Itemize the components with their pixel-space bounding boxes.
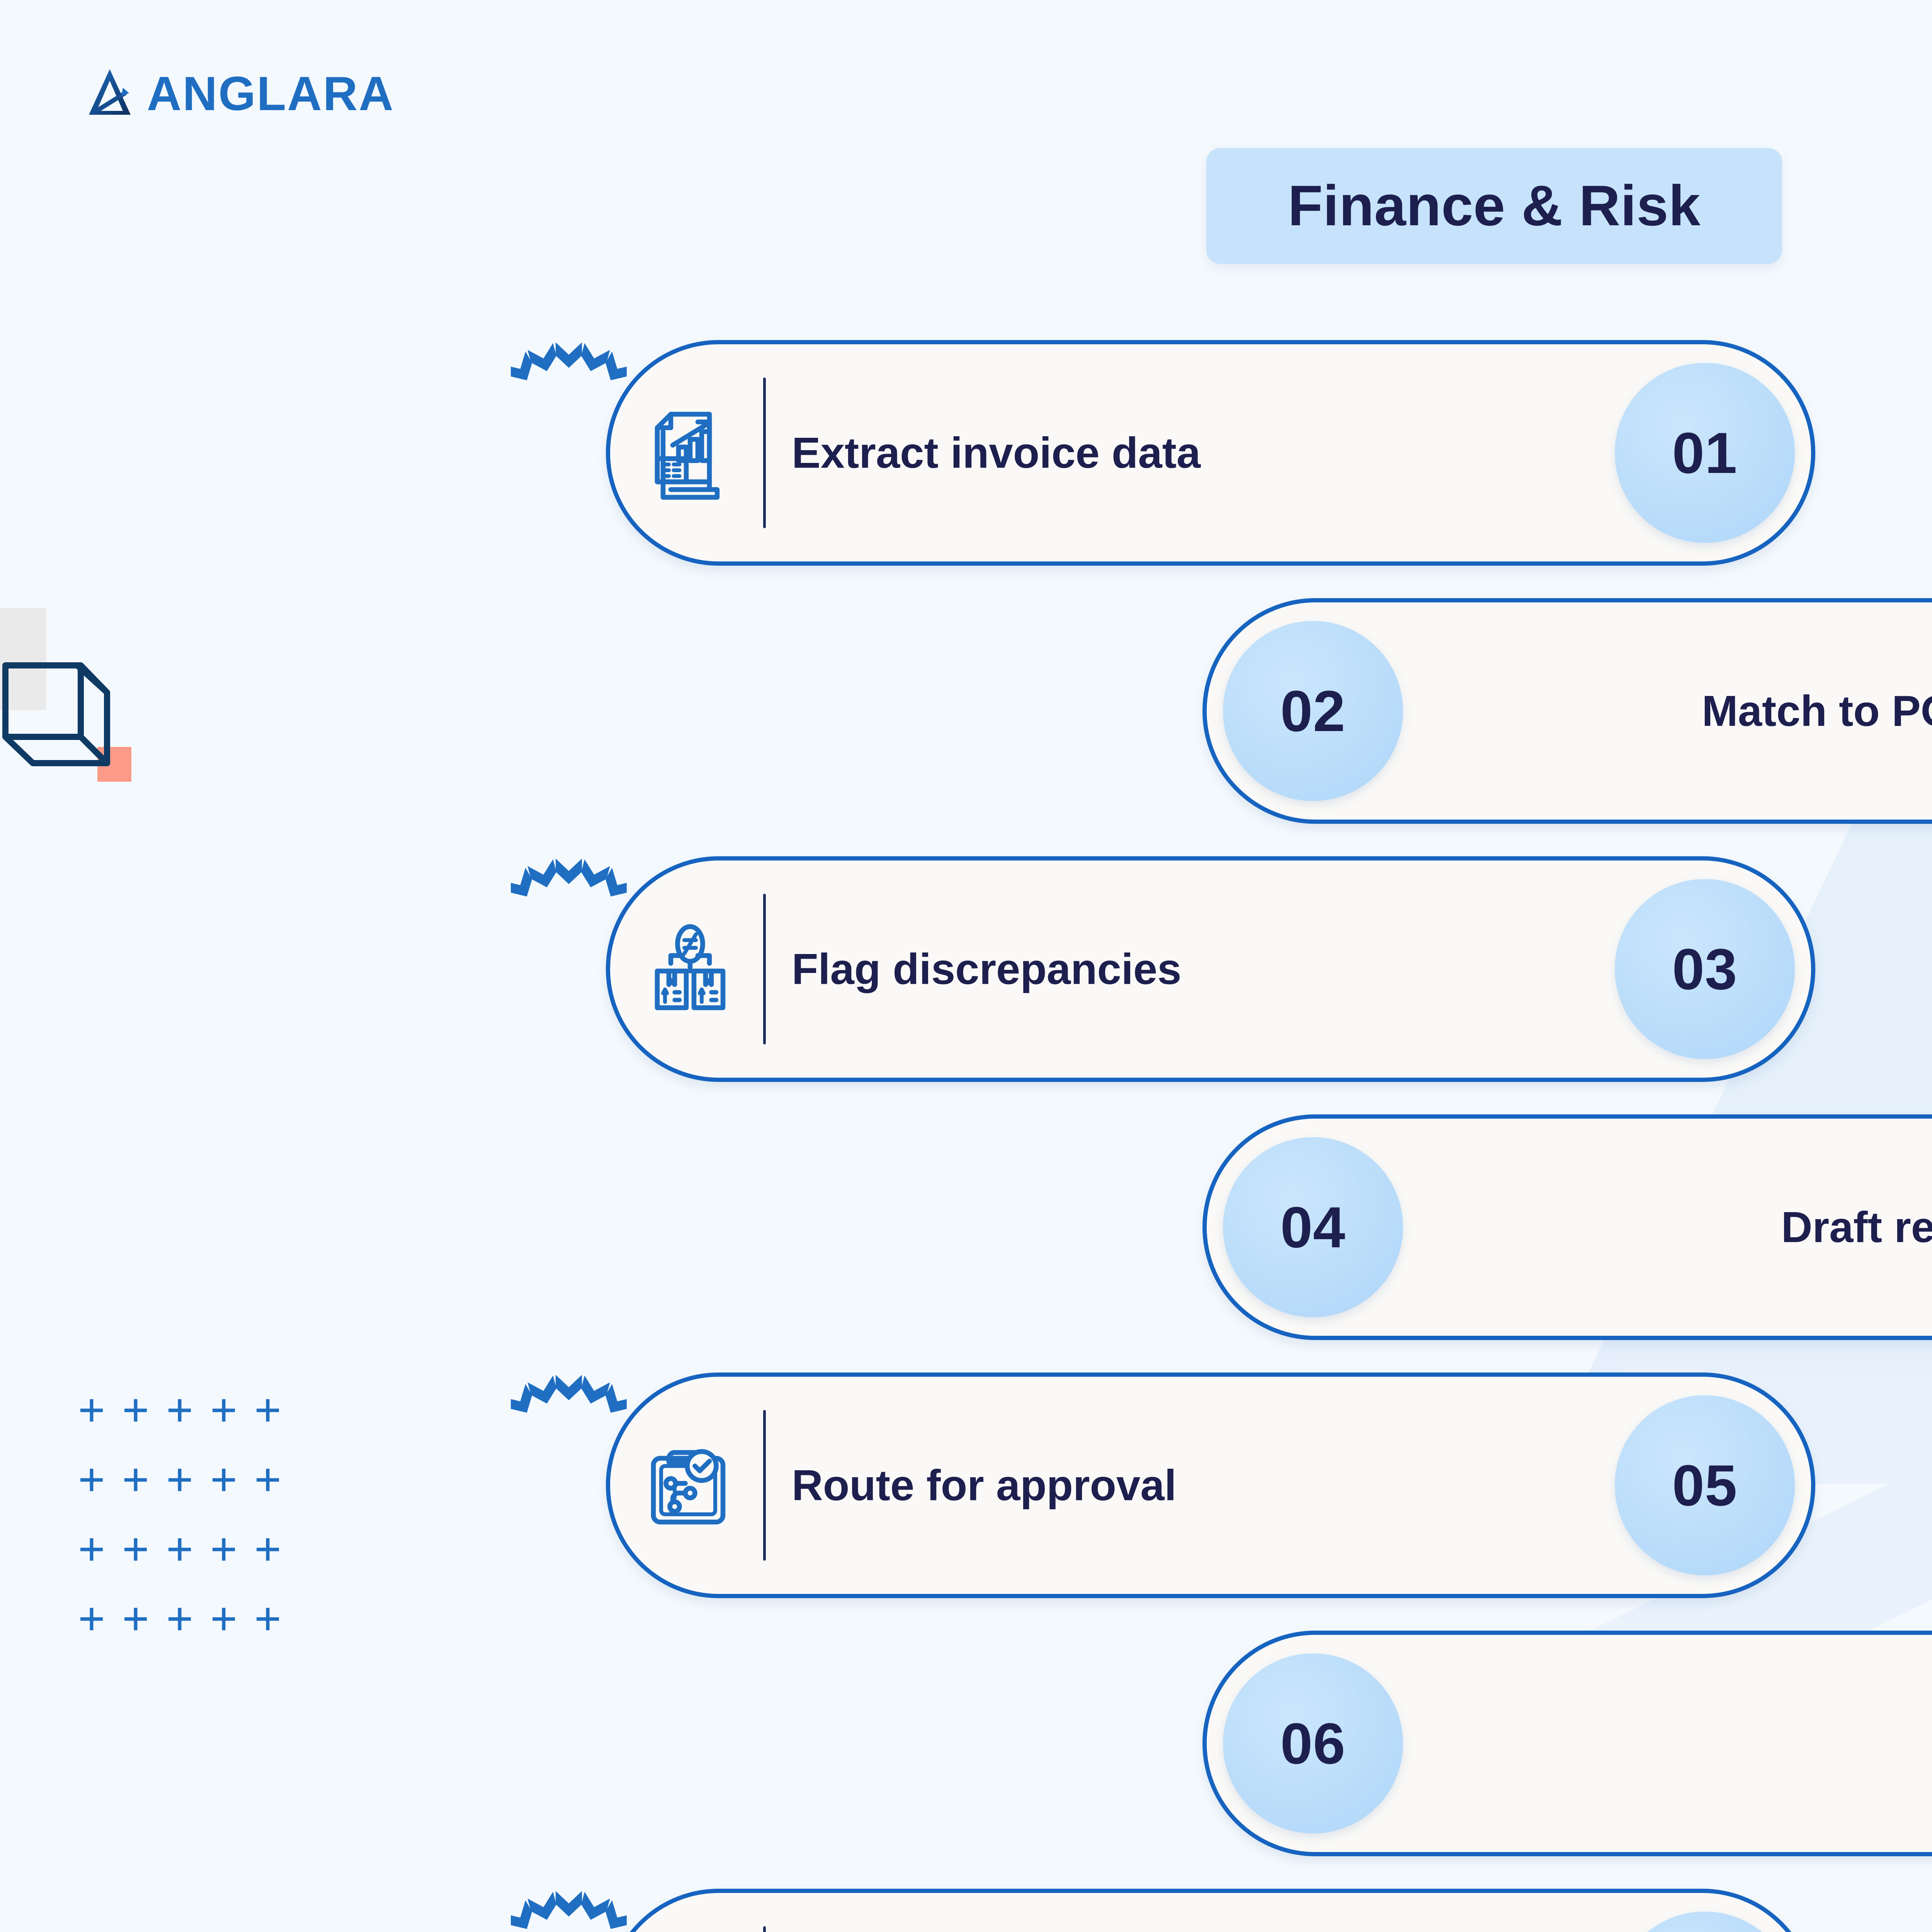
step-row-6[interactable]: 06 Update GL — [1202, 1631, 1932, 1856]
step-number: 02 — [1280, 678, 1346, 743]
step-card[interactable]: 06 Update GL — [1202, 1631, 1932, 1856]
step-row-1[interactable]: Extract invoice data 01 — [464, 340, 1815, 566]
card-divider — [763, 1926, 766, 1932]
brand-logo[interactable]: ANGLARA — [86, 68, 395, 120]
step-card[interactable]: Flag discrepancies 03 — [606, 856, 1815, 1082]
packages-not-equal-icon — [639, 918, 741, 1020]
step-label: Match to PO and contract — [1702, 687, 1932, 735]
laurel-wreath-chevrons-icon — [483, 1868, 655, 1932]
step-number-bubble: 03 — [1615, 879, 1795, 1059]
approval-route-clipboard-icon — [639, 1435, 741, 1536]
step-row-2[interactable]: 02 Match to PO and contract — [1202, 598, 1932, 824]
card-divider — [763, 1410, 766, 1561]
card-divider — [763, 894, 766, 1044]
step-number-bubble: 01 — [1615, 363, 1795, 543]
step-number: 04 — [1280, 1194, 1346, 1260]
step-card[interactable]: Route for approval 05 — [606, 1372, 1815, 1598]
invoice-chart-document-icon — [639, 402, 741, 503]
page-title-badge: Finance & Risk — [1206, 148, 1782, 264]
brand-name: ANGLARA — [147, 67, 395, 121]
step-number-bubble: 05 — [1615, 1395, 1795, 1575]
step-number: 03 — [1672, 936, 1738, 1002]
anglara-triangle-logo-icon — [86, 68, 134, 120]
step-number-bubble: 06 — [1223, 1653, 1403, 1833]
page-title: Finance & Risk — [1287, 174, 1701, 238]
laurel-wreath-chevrons-icon — [464, 1352, 673, 1619]
step-number: 05 — [1672, 1452, 1738, 1518]
step-row-4[interactable]: 04 Draft resolution email — [1202, 1114, 1932, 1340]
step-row-3[interactable]: Flag discrepancies 03 — [464, 856, 1815, 1082]
step-number-bubble: 02 — [1223, 621, 1403, 801]
step-label: Route for approval — [792, 1461, 1177, 1510]
laurel-wreath-chevrons-icon — [464, 320, 673, 586]
step-number-bubble: 07 — [1615, 1912, 1795, 1932]
step-number: 06 — [1280, 1711, 1346, 1776]
step-number-bubble: 04 — [1223, 1137, 1403, 1317]
step-label: Flag discrepancies — [792, 945, 1182, 993]
step-card[interactable]: 02 Match to PO and contract — [1202, 598, 1932, 824]
step-card[interactable]: Extract invoice data 01 — [606, 340, 1815, 566]
step-card[interactable]: Monitor for fraud patterns 07 — [606, 1889, 1815, 1932]
step-label: Draft resolution email — [1781, 1203, 1932, 1252]
card-divider — [763, 378, 766, 528]
step-number: 01 — [1672, 420, 1738, 485]
laurel-wreath-chevrons-icon — [464, 836, 673, 1102]
wireframe-cube-icon — [0, 607, 178, 800]
step-row-7[interactable]: Monitor for fraud patterns 07 — [483, 1889, 1815, 1932]
step-row-5[interactable]: Route for approval 05 — [464, 1372, 1815, 1598]
step-card[interactable]: 04 Draft resolution email — [1202, 1114, 1932, 1340]
step-label: Extract invoice data — [792, 429, 1201, 477]
